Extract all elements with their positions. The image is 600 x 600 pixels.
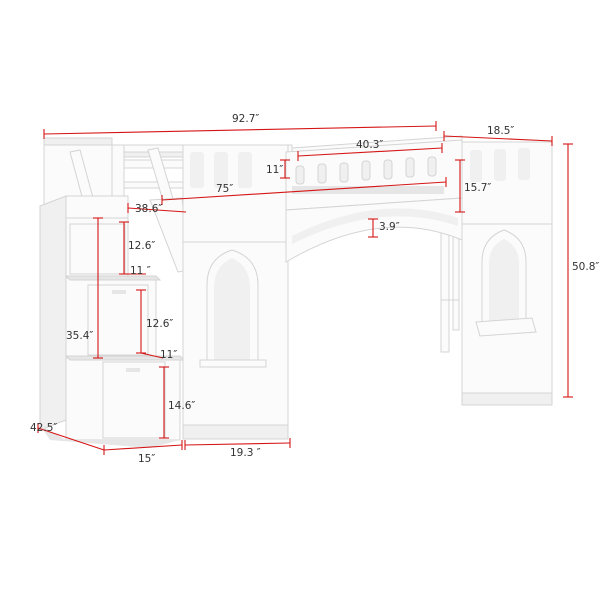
label-stair-height: 35.4″: [66, 330, 93, 342]
label-overall-length: 92.7″: [232, 113, 259, 125]
label-step-height-middle: 12.6″: [146, 318, 173, 330]
label-guardrail-height: 15.7″: [464, 182, 491, 194]
label-guardrail-length: 40.3″: [356, 139, 383, 151]
dimension-lines: [37, 121, 573, 455]
label-tower-width: 19.3 ″: [230, 447, 261, 459]
label-side-width: 18.5″: [487, 125, 514, 137]
label-stair-width: 15″: [138, 453, 155, 465]
label-rail-top-gap: 11″: [266, 164, 283, 176]
label-overall-height: 50.8″: [572, 261, 599, 273]
right-tower: [461, 141, 553, 406]
label-step-height-lower: 14.6″: [168, 400, 195, 412]
left-tower: [182, 144, 289, 440]
label-stair-depth: 38.6″: [135, 203, 162, 215]
label-step-height-upper: 12.6″: [128, 240, 155, 252]
arch-beam: [285, 197, 463, 263]
dimension-labels: 92.7″ 18.5″ 40.3″ 11″ 75″ 15.7″ 38.6″ 3.…: [30, 113, 599, 465]
label-step-gap-upper: 11 ″: [130, 265, 151, 277]
label-step-gap-lower: 11″: [160, 349, 177, 361]
label-arch-height: 3.9″: [379, 221, 400, 233]
label-overall-depth: 42.5″: [30, 422, 57, 434]
guardrail: [285, 139, 463, 211]
loft-bed-illustration: [39, 135, 553, 448]
label-bed-length: 75″: [216, 183, 233, 195]
stair-cabinet: [39, 195, 186, 448]
